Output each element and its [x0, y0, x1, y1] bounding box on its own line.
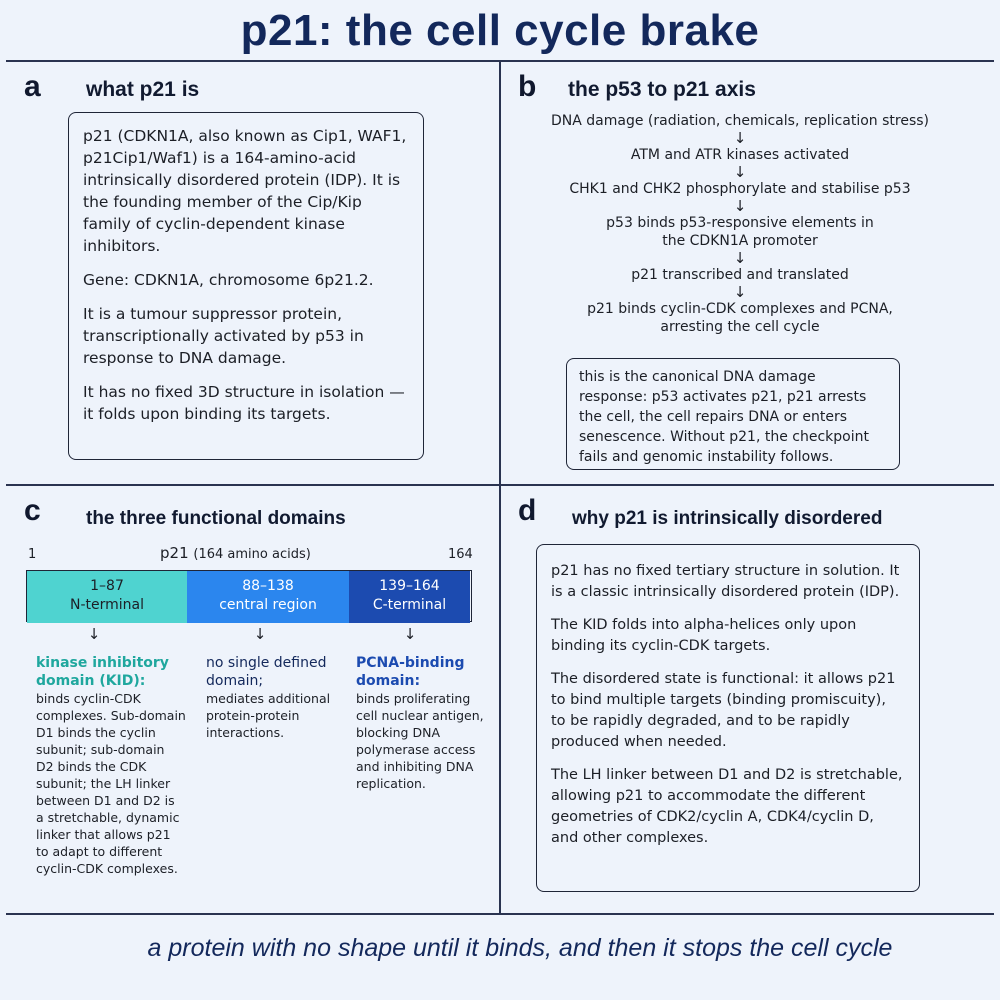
panel-b-heading: the p53 to p21 axis — [568, 78, 756, 101]
flow-step: p53 binds p53-responsive elements in the… — [606, 215, 874, 249]
sequence-start-label: 1 — [28, 547, 37, 562]
down-arrow-icon: ↓ — [733, 249, 747, 267]
segment-name: N-terminal — [69, 597, 144, 613]
down-arrow-icon: ↓ — [733, 129, 747, 147]
panel-d-heading: why p21 is intrinsically disordered — [572, 508, 883, 529]
p53-p21-flowchart: DNA damage (radiation, chemicals, replic… — [540, 112, 940, 336]
panel-a-box: p21 (CDKN1A, also known as Cip1, WAF1, p… — [68, 112, 424, 460]
domain-segment-central: 88–138 central region — [187, 571, 349, 623]
domain-heading: PCNA-binding domain: — [356, 655, 465, 689]
domain-segment-c-terminal: 139–164 C-terminal — [349, 571, 470, 623]
domain-text: binds proliferating cell nuclear antigen… — [356, 691, 484, 791]
panel-a-heading: what p21 is — [86, 78, 200, 101]
central-domain-description: no single defined domain; mediates addit… — [206, 654, 336, 741]
protein-name: p21 — [160, 544, 189, 562]
flow-step: CHK1 and CHK2 phosphorylate and stabilis… — [569, 181, 911, 197]
domain-heading: no single defined domain; — [206, 655, 327, 689]
segment-range: 88–138 — [242, 578, 294, 594]
domain-segment-n-terminal: 1–87 N-terminal — [27, 571, 187, 623]
panel-c-heading: the three functional domains — [86, 508, 346, 529]
down-arrow-icon: ↓ — [403, 625, 417, 643]
segment-range: 139–164 — [379, 578, 440, 594]
down-arrow-icon: ↓ — [733, 283, 747, 301]
page-title: p21: the cell cycle brake — [240, 6, 760, 55]
center-vertical-divider — [499, 60, 501, 914]
domain-bar: 1–87 N-terminal 88–138 central region 13… — [26, 570, 472, 623]
segment-range: 1–87 — [90, 578, 124, 594]
panel-d-paragraph: The KID folds into alpha-helices only up… — [551, 617, 857, 654]
panel-a-letter: a — [24, 70, 41, 103]
flow-step: p21 transcribed and translated — [631, 267, 849, 283]
panel-d-box: p21 has no fixed tertiary structure in s… — [536, 544, 920, 892]
middle-divider — [6, 484, 994, 486]
down-arrow-icon: ↓ — [733, 163, 747, 181]
tagline: a protein with no shape until it binds, … — [147, 934, 893, 962]
panel-d-paragraph: The LH linker between D1 and D2 is stret… — [551, 767, 903, 846]
panel-b-letter: b — [518, 70, 537, 103]
panel-d-paragraph: p21 has no fixed tertiary structure in s… — [551, 563, 900, 600]
flow-step: p21 binds cyclin-CDK complexes and PCNA,… — [587, 301, 893, 335]
panel-a-paragraph: It has no fixed 3D structure in isolatio… — [83, 383, 405, 423]
segment-name: central region — [219, 597, 317, 613]
segment-name: C-terminal — [372, 597, 447, 613]
panel-a-paragraph: p21 (CDKN1A, also known as Cip1, WAF1, p… — [83, 127, 407, 255]
domain-text: mediates additional protein-protein inte… — [206, 691, 331, 740]
panel-d-letter: d — [518, 494, 537, 527]
panel-b-summary: this is the canonical DNA damage respons… — [579, 369, 869, 465]
panel-a-paragraph: Gene: CDKN1A, chromosome 6p21.2. — [83, 271, 374, 289]
domain-text: binds cyclin-CDK complexes. Sub-domain D… — [36, 691, 186, 876]
flow-step: ATM and ATR kinases activated — [630, 147, 850, 163]
down-arrow-icon: ↓ — [733, 197, 747, 215]
panel-d-paragraph: The disordered state is functional: it a… — [551, 671, 896, 750]
protein-length: (164 amino acids) — [193, 547, 311, 562]
bottom-divider — [6, 913, 994, 915]
flow-step: DNA damage (radiation, chemicals, replic… — [550, 113, 930, 129]
protein-bar-label: p21 (164 amino acids) — [160, 544, 311, 562]
panel-b-summary-box: this is the canonical DNA damage respons… — [566, 358, 900, 470]
down-arrow-icon: ↓ — [87, 625, 101, 643]
down-arrow-icon: ↓ — [253, 625, 267, 643]
pcna-domain-description: PCNA-binding domain: binds proliferating… — [356, 654, 486, 792]
panel-c-letter: c — [24, 494, 41, 527]
panel-a-paragraph: It is a tumour suppressor protein, trans… — [83, 305, 364, 367]
sequence-end-label: 164 — [448, 547, 473, 562]
domain-heading: kinase inhibitory domain (KID): — [36, 655, 169, 689]
kid-domain-description: kinase inhibitory domain (KID): binds cy… — [36, 654, 186, 877]
